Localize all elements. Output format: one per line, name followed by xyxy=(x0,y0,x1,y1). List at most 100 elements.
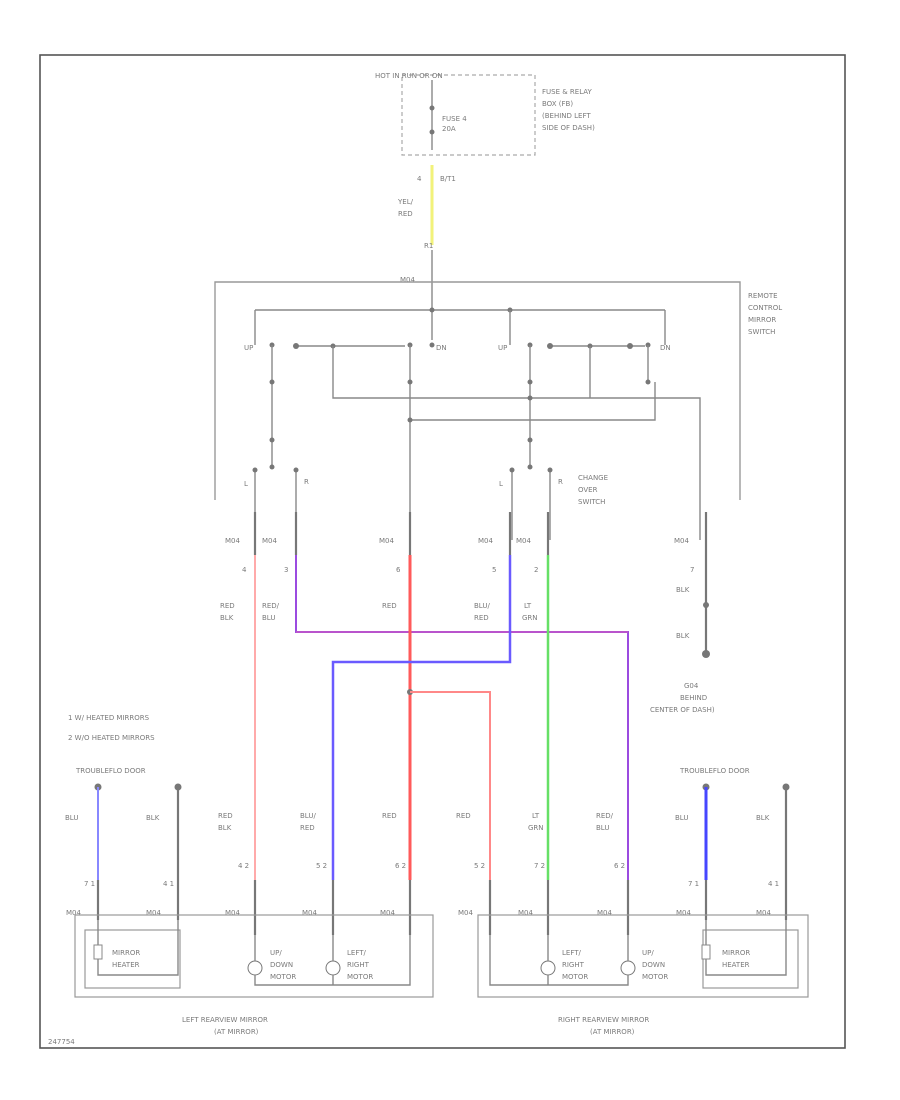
figure-id: 247754 xyxy=(48,1038,75,1046)
ground-location-2: CENTER OF DASH) xyxy=(650,706,715,714)
right-motor-b-2: DOWN xyxy=(642,961,665,969)
left-pins-3: 4 2 xyxy=(238,862,249,870)
left-motor-b-1: LEFT/ xyxy=(347,949,367,957)
left-heater-label-2: HEATER xyxy=(112,961,140,969)
left-wire-color-1: BLU xyxy=(65,814,78,822)
pin-color-6a: BLK xyxy=(676,586,690,594)
left-motor-a-1: UP/ xyxy=(270,949,282,957)
left-motor-a-2: DOWN xyxy=(270,961,293,969)
right-up-label: UP xyxy=(498,344,507,352)
pin-color-5b: GRN xyxy=(522,614,538,622)
right-l-label: L xyxy=(499,480,503,488)
left-mirror-title-2: (AT MIRROR) xyxy=(214,1028,259,1036)
right-wire-color-3a: RED/ xyxy=(596,812,614,820)
left-conn-5: M04 xyxy=(380,909,395,917)
right-conn-5: M04 xyxy=(756,909,771,917)
left-wire-color-4a: BLU/ xyxy=(300,812,316,820)
pin-color-2b: BLU xyxy=(262,614,275,622)
changeover-label-1: CHANGE xyxy=(578,474,608,482)
right-wire-color-4: BLU xyxy=(675,814,688,822)
right-mirror-title-2: (AT MIRROR) xyxy=(590,1028,635,1036)
remote-control-mirror-switch: REMOTE CONTROL MIRROR SWITCH UP DN UP DN xyxy=(214,281,782,540)
pin-conn-6: M04 xyxy=(674,537,689,545)
right-conn-1: M04 xyxy=(458,909,473,917)
pin-color-1a: RED xyxy=(220,602,235,610)
pin-conn-4: M04 xyxy=(478,537,493,545)
feed-pin: 4 xyxy=(417,175,422,183)
changeover-label-3: SWITCH xyxy=(578,498,605,506)
right-motor-a-2: RIGHT xyxy=(562,961,585,969)
right-heater-label-2: HEATER xyxy=(722,961,750,969)
fuse-box-location-4: SIDE OF DASH) xyxy=(542,124,595,132)
pin-num-6: 7 xyxy=(690,566,694,574)
switch-connector-pins: M04 M04 M04 M04 M04 M04 4 3 6 5 2 7 RED … xyxy=(220,512,708,640)
feed-wire-color-1: YEL/ xyxy=(397,198,414,206)
pin-num-2: 3 xyxy=(284,566,288,574)
left-conn-3: M04 xyxy=(225,909,240,917)
pin-color-2a: RED/ xyxy=(262,602,280,610)
left-mirror: TROUBLEFLO DOOR BLU BLK RED BLK BLU/ RED… xyxy=(65,767,434,1036)
left-motor-b-3: MOTOR xyxy=(347,973,373,981)
right-pins-1: 5 2 xyxy=(474,862,485,870)
left-pins-4: 5 2 xyxy=(316,862,327,870)
right-heater-label-1: MIRROR xyxy=(722,949,750,957)
pin-conn-3: M04 xyxy=(379,537,394,545)
right-motor-a-3: MOTOR xyxy=(562,973,588,981)
right-pins-2: 7 2 xyxy=(534,862,545,870)
right-wire-color-2b: GRN xyxy=(528,824,544,832)
fuse-box-location-3: (BEHIND LEFT xyxy=(542,112,591,120)
fuse-box-header: HOT IN RUN OR ON xyxy=(375,72,443,80)
fuse-box-location: FUSE & RELAY xyxy=(542,88,593,96)
switch-name-2: CONTROL xyxy=(748,304,782,312)
left-wire-color-4b: RED xyxy=(300,824,315,832)
colored-wires xyxy=(254,555,710,880)
feed-wire-color-2: RED xyxy=(398,210,413,218)
left-mirror-title-1: LEFT REARVIEW MIRROR xyxy=(182,1016,268,1024)
ground-g04: G04 BEHIND CENTER OF DASH) xyxy=(650,682,715,714)
left-r-label: R xyxy=(304,478,309,486)
right-motor-b-1: UP/ xyxy=(642,949,654,957)
pin-color-6b: BLK xyxy=(676,632,690,640)
feed-circuit: B/T1 xyxy=(440,175,456,183)
pin-conn-1: M04 xyxy=(225,537,240,545)
feed-splice: R1 xyxy=(424,242,433,250)
switch-connector-top: M04 xyxy=(400,276,415,284)
left-l-label: L xyxy=(244,480,248,488)
left-motor-b-2: RIGHT xyxy=(347,961,370,969)
pin-num-4: 5 xyxy=(492,566,496,574)
fuse-box: HOT IN RUN OR ON FUSE 4 20A FUSE & RELAY… xyxy=(375,72,595,156)
left-conn-2: M04 xyxy=(146,909,161,917)
right-r-label: R xyxy=(558,478,563,486)
pin-conn-2: M04 xyxy=(262,537,277,545)
pin-color-4b: RED xyxy=(474,614,489,622)
ground-location-1: BEHIND xyxy=(680,694,707,702)
fuse-label: FUSE 4 xyxy=(442,115,467,123)
legend-note-2: 2 W/O HEATED MIRRORS xyxy=(68,734,155,742)
switch-name-1: REMOTE xyxy=(748,292,778,300)
left-pins-1: 7 1 xyxy=(84,880,95,888)
left-heater-label-1: MIRROR xyxy=(112,949,140,957)
right-conn-4: M04 xyxy=(676,909,691,917)
diagram-frame xyxy=(39,54,846,1049)
left-wire-color-3b: BLK xyxy=(218,824,232,832)
left-pins-2: 4 1 xyxy=(163,880,174,888)
left-conn-4: M04 xyxy=(302,909,317,917)
right-motor-a-1: LEFT/ xyxy=(562,949,582,957)
left-up-label: UP xyxy=(244,344,253,352)
right-pins-3: 6 2 xyxy=(614,862,625,870)
pin-num-5: 2 xyxy=(534,566,538,574)
right-conn-3: M04 xyxy=(597,909,612,917)
right-pins-4: 7 1 xyxy=(688,880,699,888)
feed-wire: 4 B/T1 YEL/ RED R1 M04 xyxy=(397,165,456,340)
left-pins-5: 6 2 xyxy=(395,862,406,870)
right-pins-5: 4 1 xyxy=(768,880,779,888)
right-wire-color-1: RED xyxy=(456,812,471,820)
ground-name: G04 xyxy=(684,682,699,690)
pin-conn-5: M04 xyxy=(516,537,531,545)
fuse-box-location-2: BOX (FB) xyxy=(542,100,573,108)
left-motor-a-3: MOTOR xyxy=(270,973,296,981)
pin-color-3a: RED xyxy=(382,602,397,610)
pin-color-1b: BLK xyxy=(220,614,234,622)
left-wire-color-2: BLK xyxy=(146,814,160,822)
